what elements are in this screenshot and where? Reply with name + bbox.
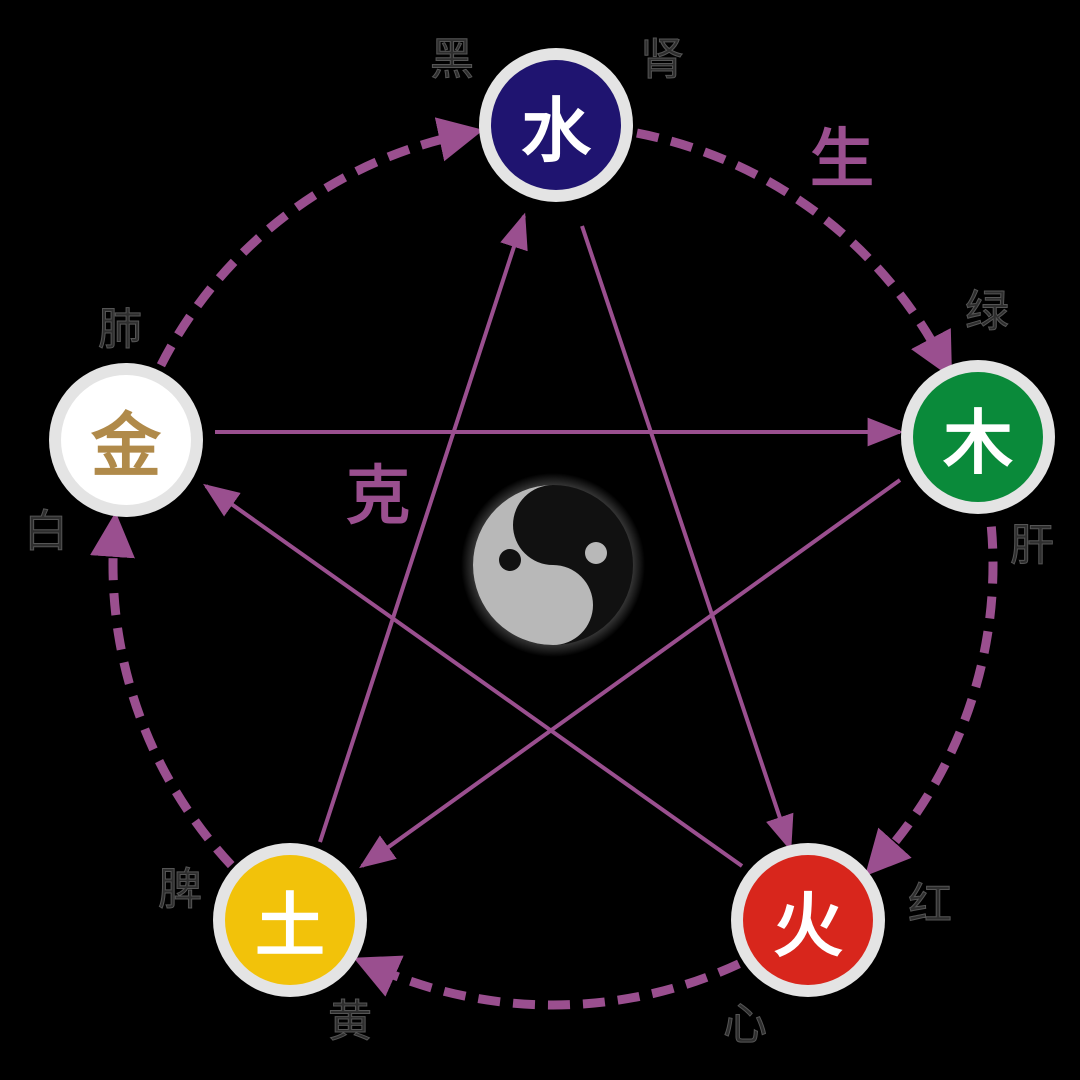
element-fire-char: 火 xyxy=(743,855,873,985)
element-wood-char: 木 xyxy=(913,372,1043,502)
element-metal-char: 金 xyxy=(61,375,191,505)
generating-arrow-earth-to-metal xyxy=(90,511,235,869)
organ-label-fire: 心 xyxy=(723,999,768,1050)
color-label-water: 黑 xyxy=(430,34,475,85)
generating-arrow-water-to-wood xyxy=(636,128,953,379)
element-fire: 火 xyxy=(731,843,885,997)
color-label-fire: 红 xyxy=(908,879,953,930)
organ-label-wood: 肝 xyxy=(1010,520,1055,571)
element-earth-char: 土 xyxy=(225,855,355,985)
element-earth: 土 xyxy=(213,843,367,997)
yin-yang-icon xyxy=(461,473,645,657)
element-water: 水 xyxy=(479,48,633,202)
organ-label-metal: 肺 xyxy=(98,304,143,355)
element-metal: 金 xyxy=(49,363,203,517)
organ-label-water: 肾 xyxy=(640,34,685,85)
color-label-earth: 黄 xyxy=(328,996,373,1047)
overcoming-arrow-earth-to-water xyxy=(318,212,528,843)
overcoming-arrow-water-to-fire xyxy=(580,225,794,852)
generating-cycle-label: 生 xyxy=(810,122,874,197)
organ-label-earth: 脾 xyxy=(158,864,203,915)
color-label-wood: 绿 xyxy=(965,286,1010,337)
overcoming-cycle-label: 克 xyxy=(346,459,410,534)
element-water-char: 水 xyxy=(491,60,621,190)
generating-arrow-wood-to-fire xyxy=(864,526,998,877)
generating-arrow-fire-to-earth xyxy=(353,955,741,1010)
element-wood: 木 xyxy=(901,360,1055,514)
generating-arrow-metal-to-water xyxy=(156,117,484,368)
overcoming-arrow-wood-to-earth xyxy=(359,478,902,869)
color-label-metal: 白 xyxy=(24,506,69,557)
overcoming-arrow-fire-to-metal xyxy=(203,483,744,868)
